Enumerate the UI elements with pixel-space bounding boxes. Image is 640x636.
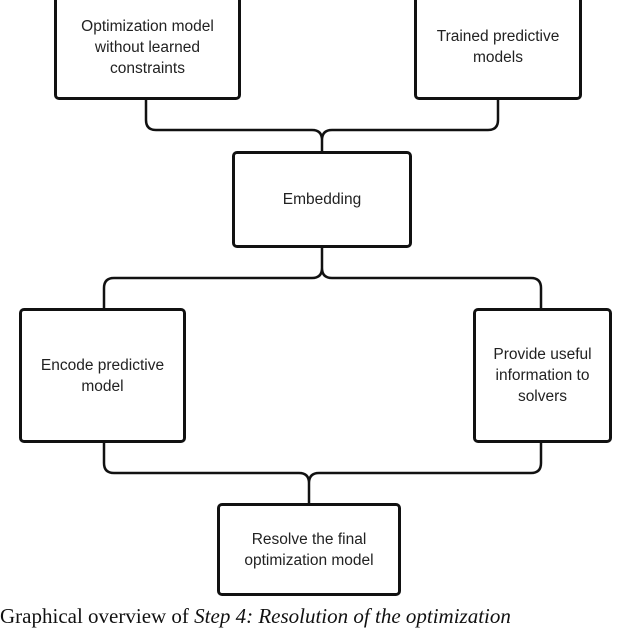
box-resolve-final-model-label: Resolve the final optimization model: [244, 530, 374, 569]
box-optimization-model: Optimization model without learned const…: [54, 0, 241, 100]
box-provide-useful-information: Provide useful information to solvers: [473, 308, 612, 443]
box-resolve-final-model: Resolve the final optimization model: [217, 503, 401, 596]
connector-bottom-merge: [102, 441, 543, 506]
box-provide-useful-information-label: Provide useful information to solvers: [493, 346, 592, 405]
box-optimization-model-label: Optimization model without learned const…: [81, 17, 214, 77]
connector-middle-split: [102, 246, 543, 310]
box-embedding: Embedding: [232, 151, 412, 248]
figure-caption: Graphical overview of Step 4: Resolution…: [0, 596, 640, 636]
box-encode-predictive-model-label: Encode predictive model: [40, 356, 165, 395]
box-embedding-label: Embedding: [282, 191, 362, 208]
box-trained-predictive-models: Trained predictive models: [414, 0, 582, 100]
box-trained-predictive-models-label: Trained predictive models: [436, 28, 560, 66]
caption-prefix: Graphical overview of: [0, 604, 195, 628]
connector-top-merge: [144, 98, 500, 154]
box-encode-predictive-model: Encode predictive model: [19, 308, 186, 443]
caption-step: Step 4: Resolution of the optimization: [194, 604, 511, 628]
